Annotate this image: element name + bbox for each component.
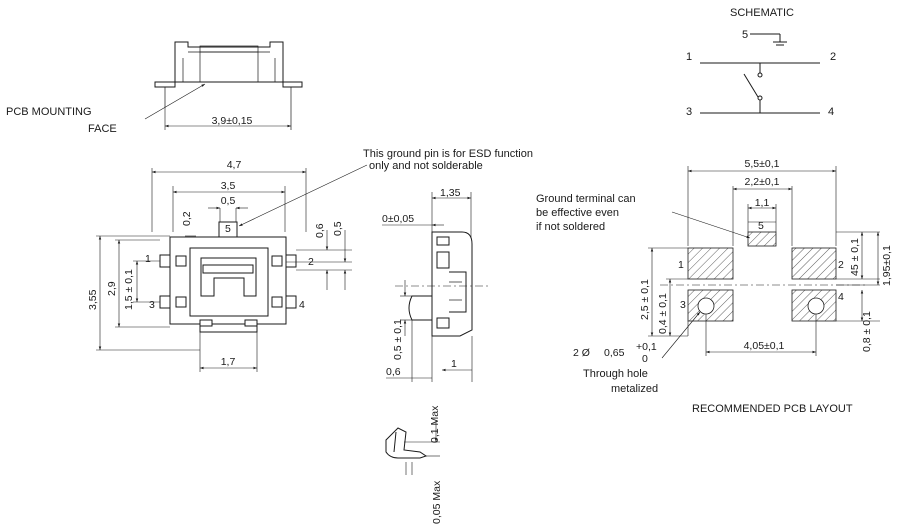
- front-dim-0-6: 0,6: [314, 223, 326, 238]
- through-hole-line1: Through hole: [583, 368, 648, 380]
- pcb-pad-1-label: 1: [678, 259, 684, 271]
- front-dim-3-55: 3,55: [87, 289, 99, 310]
- esd-note-line1: This ground pin is for ESD function: [363, 148, 533, 160]
- pcb-pad-3-label: 3: [680, 299, 686, 311]
- pcb-layout: 5,5±0,1 2,2±0,1 1,1 5 1 2 3 4 2,5 ± 0,1: [536, 158, 893, 415]
- pcb-dim-0-4: 0,4 ± 0,1: [657, 293, 669, 334]
- side-dim-0-05max: 0,05 Max: [431, 480, 443, 524]
- front-view: 4,7 3,5 0,5 0,2 5 1 3 4 2: [87, 148, 533, 372]
- side-dim-1-35: 1,35: [440, 187, 461, 199]
- pcb-pad-5-label: 5: [758, 220, 764, 232]
- schematic-pin-4: 4: [828, 106, 834, 118]
- top-view-width-dim: 3,9±0,15: [212, 115, 253, 127]
- front-dim-0-5b: 0,5: [332, 221, 344, 236]
- side-dim-1: 1: [451, 358, 457, 370]
- side-dim-0-05: 0±0,05: [382, 213, 414, 225]
- pcb-mounting-label-line1: PCB MOUNTING: [6, 106, 92, 118]
- front-pin-3: 3: [149, 299, 155, 311]
- schematic-pin-1: 1: [686, 51, 692, 63]
- side-dim-0-1max: 0,1 Max: [429, 405, 441, 443]
- front-dim-4-7: 4,7: [227, 159, 242, 171]
- pcb-dim-1-1: 1,1: [755, 197, 770, 209]
- pcb-dim-2-5: 2,5 ± 0,1: [639, 279, 651, 320]
- esd-note-line2: only and not solderable: [369, 160, 483, 172]
- side-dim-0-6: 0,6: [386, 366, 401, 378]
- top-view: 3,9±0,15 PCB MOUNTING FACE: [6, 41, 303, 135]
- pcb-dim-5-5: 5,5±0,1: [745, 158, 780, 170]
- front-dim-1-5: 1,5 ± 0,1: [123, 269, 135, 310]
- front-dim-1-7: 1,7: [221, 356, 236, 368]
- front-pin-4: 4: [299, 299, 305, 311]
- pcb-hole-prefix: 2 Ø: [573, 347, 590, 359]
- front-pin-5: 5: [225, 223, 231, 235]
- front-dim-0-2: 0,2: [181, 211, 193, 226]
- ground-note-line1: Ground terminal can: [536, 193, 636, 205]
- front-dim-3-5: 3,5: [221, 180, 236, 192]
- pcb-pad-2-label: 2: [838, 259, 844, 271]
- pcb-dim-0-8: 0,8 ± 0,1: [861, 311, 873, 352]
- pcb-dim-4-05: 4,05±0,1: [744, 340, 785, 352]
- schematic-pin-2: 2: [830, 51, 836, 63]
- pcb-dim-45: 45 ± 0,1: [849, 238, 861, 276]
- front-dim-2-9: 2,9: [106, 281, 118, 296]
- side-view: 1,35 0±0,05 0,5 ± 0,1 0,6 1: [382, 187, 490, 524]
- pcb-layout-title: RECOMMENDED PCB LAYOUT: [692, 403, 853, 415]
- ground-note-line3: if not soldered: [536, 221, 605, 233]
- side-dim-0-5: 0,5 ± 0,1: [392, 319, 404, 360]
- pcb-hole-tol-plus: +0,1: [636, 341, 657, 353]
- pcb-pad-4-label: 4: [838, 291, 844, 303]
- front-dim-0-5: 0,5: [221, 195, 236, 207]
- ground-note-line2: be effective even: [536, 207, 619, 219]
- schematic: SCHEMATIC 5 1 2 3 4: [686, 7, 836, 118]
- through-hole-line2: metalized: [611, 383, 658, 395]
- schematic-pin-3: 3: [686, 106, 692, 118]
- pcb-hole-diameter: 0,65: [604, 347, 625, 359]
- schematic-pin-5: 5: [742, 29, 748, 41]
- schematic-title: SCHEMATIC: [730, 7, 794, 19]
- pcb-dim-2-2: 2,2±0,1: [745, 176, 780, 188]
- pcb-hole-tol-minus: 0: [642, 353, 648, 365]
- front-pin-1: 1: [145, 253, 151, 265]
- pcb-dim-1-95: 1,95±0,1: [881, 245, 893, 286]
- pcb-mounting-label-line2: FACE: [88, 123, 117, 135]
